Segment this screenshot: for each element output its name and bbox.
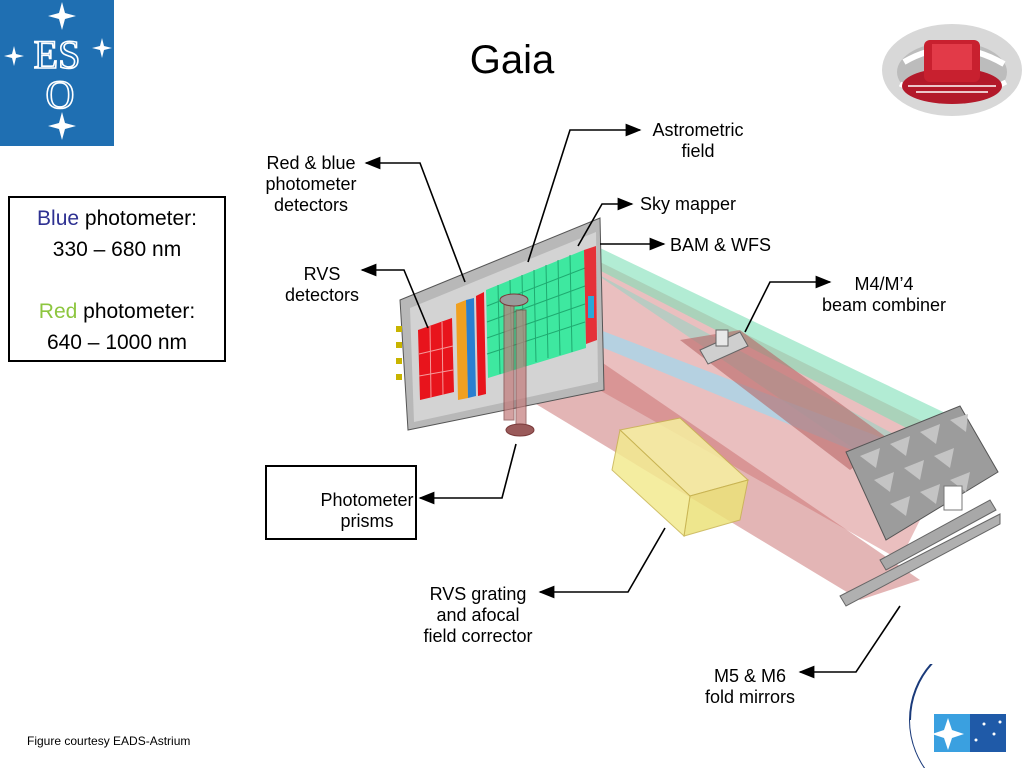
photometer-info-box: Blue photometer: 330 – 680 nm Red photom… [8, 196, 226, 362]
label-line: RVS grating [429, 584, 527, 604]
label-m4-beam-combiner: M4/M’4 beam combiner [804, 274, 964, 316]
gaia-mission-logo [880, 14, 1024, 118]
figure-credit: Figure courtesy EADS-Astrium [27, 734, 191, 748]
blue-word: Blue [37, 207, 80, 230]
svg-text:O: O [46, 72, 75, 117]
eso-logo-graphic: ES O [4, 2, 112, 140]
gaia-logo-graphic [882, 24, 1022, 116]
photometer-prisms [499, 293, 535, 437]
red-word: Red [38, 300, 78, 323]
label-line: and afocal [436, 605, 520, 625]
m5-m6-fold-mirrors [839, 499, 1001, 607]
pins [396, 326, 402, 380]
label-line: fold mirrors [704, 687, 795, 707]
label-line: field corrector [423, 626, 533, 646]
photometer-detector-strip [476, 292, 486, 396]
beam-combiner-beam [680, 330, 890, 470]
red-photometer-rest: photometer: [77, 300, 196, 323]
label-photometer-prisms: Photometer prisms [308, 490, 426, 532]
label-rvs-detectors: RVS detectors [270, 264, 374, 306]
label-line: detectors [284, 285, 360, 305]
m4-beam-combiner [699, 329, 749, 365]
label-line: prisms [340, 511, 394, 531]
slide-title: Gaia [469, 38, 555, 82]
label-rvs-grating: RVS grating and afocal field corrector [408, 584, 548, 647]
red-range: 640 – 1000 nm [46, 331, 188, 354]
iac-logo-graphic [909, 664, 1024, 768]
label-line: Red & blue [266, 153, 356, 173]
label-line: M4/M’4 [854, 274, 914, 294]
primary-mirror [845, 405, 999, 541]
eso-logo: ES O [0, 0, 114, 146]
rvs-detectors [418, 318, 454, 400]
label-line: Astrometric [652, 120, 744, 140]
label-line: photometer [265, 174, 357, 194]
blue-photometer-detector [466, 298, 476, 398]
blue-range: 330 – 680 nm [52, 238, 182, 261]
blue-photometer-line: Blue photometer: [10, 203, 224, 234]
label-line: detectors [273, 195, 349, 215]
leader-lines [360, 123, 901, 679]
sky-mapper [584, 246, 597, 344]
label-red-blue-photometer-detectors: Red & blue photometer detectors [247, 153, 375, 216]
label-line: RVS [303, 264, 341, 284]
rvs-grating-box [611, 417, 750, 538]
iac-logo [904, 664, 1024, 768]
red-photometer-line: Red photometer: [10, 296, 224, 327]
mirror-pattern [860, 414, 970, 516]
label-bam-wfs: BAM & WFS [670, 235, 772, 255]
green-upper-beam [560, 248, 960, 440]
label-m5-m6-fold-mirrors: M5 & M6 fold mirrors [692, 666, 808, 708]
rvs-grid [418, 321, 454, 399]
label-sky-mapper: Sky mapper [640, 194, 737, 214]
label-line: Photometer [320, 490, 414, 510]
red-photometer-detector [456, 300, 468, 400]
label-line: beam combiner [821, 295, 947, 315]
photometer-prisms-box [265, 465, 417, 540]
label-line: field [681, 141, 715, 161]
blue-photometer-rest: photometer: [79, 207, 197, 230]
svg-text:ES: ES [34, 32, 81, 77]
label-astrometric-field: Astrometric field [640, 120, 756, 162]
bam-wfs-element [588, 296, 594, 318]
label-line: M5 & M6 [713, 666, 787, 686]
